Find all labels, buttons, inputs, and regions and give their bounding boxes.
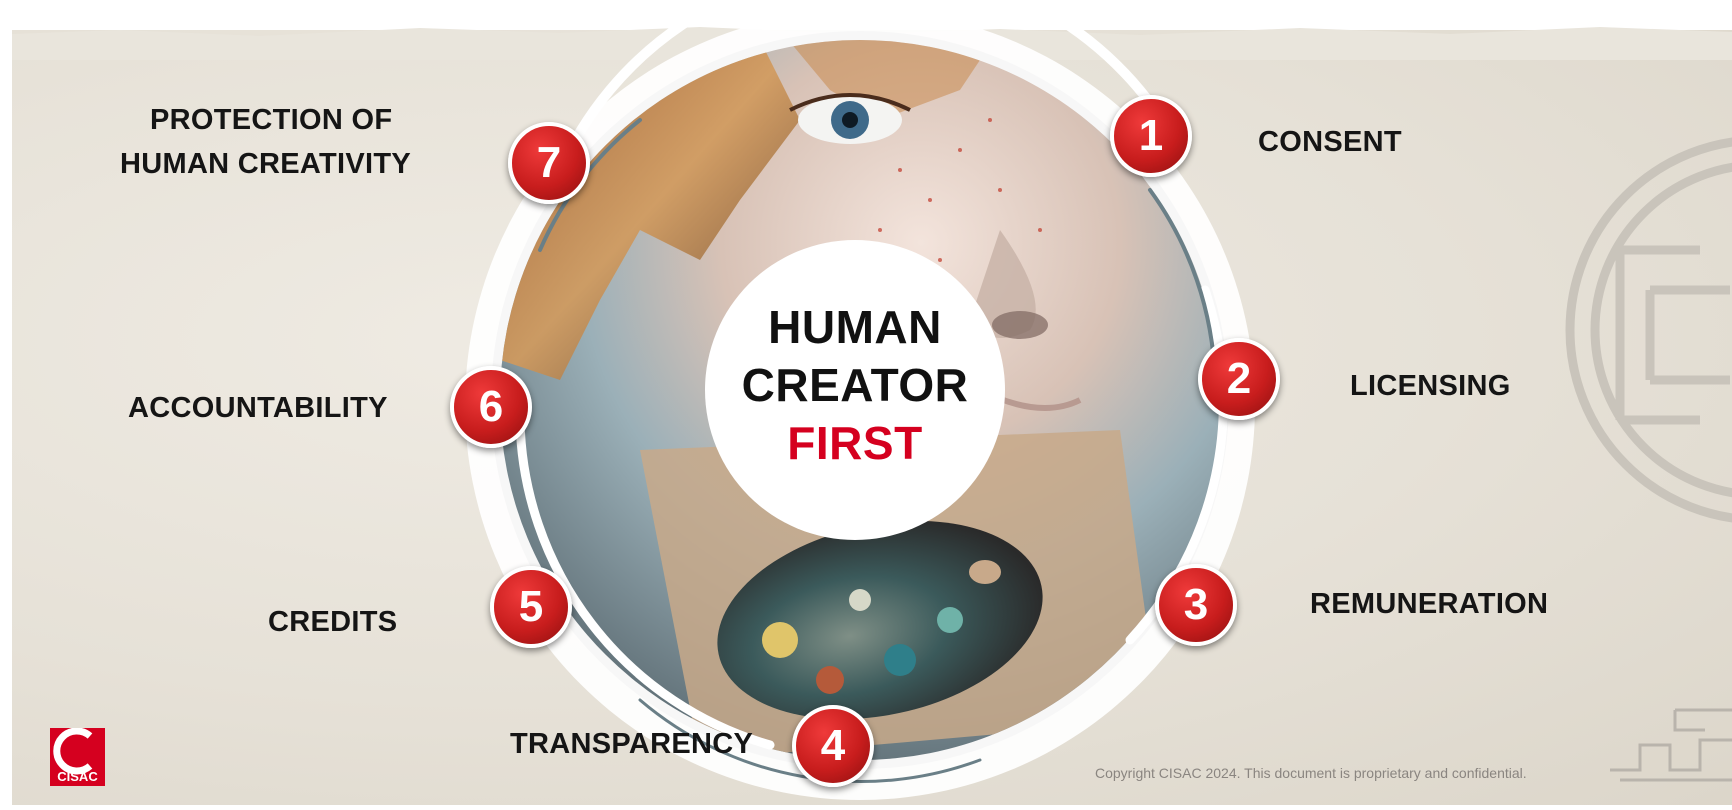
cisac-logo-text: CISAC xyxy=(57,769,98,784)
principle-6-label: ACCOUNTABILITY xyxy=(128,392,388,424)
principle-3-badge: 3 xyxy=(1155,564,1237,646)
principle-1-badge: 1 xyxy=(1110,95,1192,177)
principle-5-badge: 5 xyxy=(490,566,572,648)
center-ring-image xyxy=(465,0,1255,800)
principle-7-label-line2: HUMAN CREATIVITY xyxy=(120,148,412,180)
principle-4-badge: 4 xyxy=(792,705,874,787)
decorative-knot-icon xyxy=(1565,137,1732,523)
principle-6-badge: 6 xyxy=(450,366,532,448)
center-title-line1: HUMAN xyxy=(768,301,942,353)
copyright-notice: Copyright CISAC 2024. This document is p… xyxy=(1095,765,1527,781)
principle-4-label: TRANSPARENCY xyxy=(510,728,754,760)
decorative-meander-icon xyxy=(1610,708,1732,782)
principle-1-label: CONSENT xyxy=(1258,126,1402,158)
principle-2-label: LICENSING xyxy=(1350,370,1511,402)
center-title-highlight: FIRST xyxy=(787,417,923,469)
center-title-line2: CREATOR xyxy=(741,359,969,411)
principle-7-label-line1: PROTECTION OF xyxy=(150,104,393,136)
principle-5-label: CREDITS xyxy=(268,606,398,638)
cisac-logo-icon xyxy=(50,728,105,786)
principle-7-badge: 7 xyxy=(508,122,590,204)
principle-2-badge: 2 xyxy=(1198,338,1280,420)
principle-3-label: REMUNERATION xyxy=(1310,588,1549,620)
